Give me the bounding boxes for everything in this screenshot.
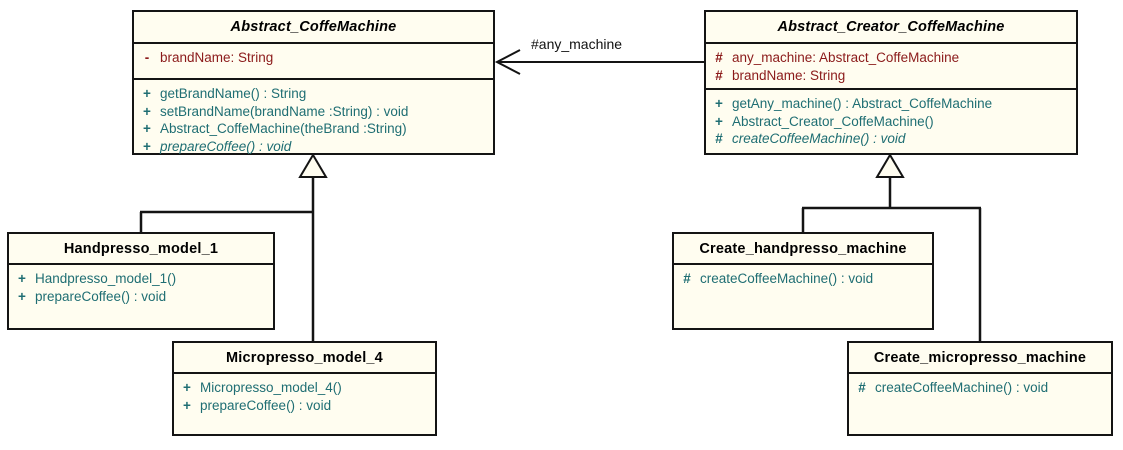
visibility-marker: # — [715, 67, 723, 83]
class-abstract-coffemachine[interactable]: Abstract_CoffeMachine - brandName: Strin… — [132, 10, 495, 155]
method-row: # createCoffeeMachine() : void — [706, 130, 1076, 148]
method-signature: Abstract_CoffeMachine(theBrand :String) — [160, 121, 407, 136]
attribute-signature: brandName: String — [732, 67, 846, 83]
method-row: + setBrandName(brandName :String) : void — [134, 103, 493, 121]
method-row: + Abstract_CoffeMachine(theBrand :String… — [134, 120, 493, 138]
method-row: + getAny_machine() : Abstract_CoffeMachi… — [706, 95, 1076, 113]
method-row: + prepareCoffee() : void — [134, 138, 493, 156]
method-signature: createCoffeeMachine() : void — [875, 380, 1049, 395]
method-row: + Handpresso_model_1() — [9, 270, 273, 288]
visibility-marker: + — [715, 113, 723, 129]
association-any-machine — [494, 49, 704, 75]
class-handpresso-model-1[interactable]: Handpresso_model_1 + Handpresso_model_1(… — [7, 232, 275, 330]
methods-compartment-micropresso-model-4: + Micropresso_model_4() + prepareCoffee(… — [174, 372, 435, 434]
visibility-marker: # — [858, 380, 866, 395]
methods-compartment-abstract-creator-coffemachine: + getAny_machine() : Abstract_CoffeMachi… — [706, 88, 1076, 153]
method-signature: setBrandName(brandName :String) : void — [160, 103, 409, 119]
method-row: + prepareCoffee() : void — [9, 288, 273, 306]
attributes-compartment-abstract-creator-coffemachine: # any_machine: Abstract_CoffeMachine # b… — [706, 42, 1076, 88]
class-title-abstract-creator-coffemachine: Abstract_Creator_CoffeMachine — [777, 19, 1005, 35]
class-title-create-micropresso-machine: Create_micropresso_machine — [873, 349, 1087, 366]
method-row: # createCoffeeMachine() : void — [849, 379, 1111, 397]
visibility-marker: - — [144, 50, 150, 65]
method-signature: prepareCoffee() : void — [160, 138, 292, 154]
method-signature: getBrandName() : String — [160, 86, 307, 101]
visibility-marker: # — [715, 50, 723, 65]
visibility-marker: + — [143, 138, 151, 154]
methods-compartment-handpresso-model-1: + Handpresso_model_1() + prepareCoffee()… — [9, 263, 273, 328]
methods-compartment-create-micropresso-machine: # createCoffeeMachine() : void — [849, 372, 1111, 434]
methods-compartment-abstract-coffemachine: + getBrandName() : String + setBrandName… — [134, 78, 493, 156]
visibility-marker: + — [143, 86, 151, 101]
method-row: + prepareCoffee() : void — [174, 397, 435, 415]
class-create-handpresso-machine[interactable]: Create_handpresso_machine # createCoffee… — [672, 232, 934, 330]
visibility-marker: + — [715, 96, 723, 111]
method-row: # createCoffeeMachine() : void — [674, 270, 932, 288]
method-signature: Micropresso_model_4() — [200, 380, 342, 395]
method-signature: Handpresso_model_1() — [35, 271, 177, 286]
method-row: + Abstract_Creator_CoffeMachine() — [706, 113, 1076, 131]
visibility-marker: # — [683, 271, 691, 286]
visibility-marker: + — [18, 288, 26, 304]
methods-compartment-create-handpresso-machine: # createCoffeeMachine() : void — [674, 263, 932, 328]
visibility-marker: + — [18, 271, 26, 286]
method-signature: prepareCoffee() : void — [35, 288, 167, 304]
class-title-create-handpresso-machine: Create_handpresso_machine — [699, 240, 907, 257]
class-abstract-creator-coffemachine[interactable]: Abstract_Creator_CoffeMachine # any_mach… — [704, 10, 1078, 155]
visibility-marker: # — [715, 131, 723, 146]
attribute-signature: any_machine: Abstract_CoffeMachine — [732, 50, 960, 65]
visibility-marker: + — [143, 103, 151, 119]
class-title-abstract-coffemachine: Abstract_CoffeMachine — [230, 19, 397, 35]
method-signature: Abstract_Creator_CoffeMachine() — [732, 113, 934, 129]
method-row: + Micropresso_model_4() — [174, 379, 435, 397]
method-signature: getAny_machine() : Abstract_CoffeMachine — [732, 96, 993, 111]
attribute-row: - brandName: String — [134, 49, 493, 67]
method-signature: createCoffeeMachine() : void — [700, 271, 874, 286]
class-title-micropresso-model-4: Micropresso_model_4 — [226, 349, 383, 366]
method-row: + getBrandName() : String — [134, 85, 493, 103]
association-label-any-machine: #any_machine — [531, 36, 623, 52]
attributes-compartment-abstract-coffemachine: - brandName: String — [134, 42, 493, 78]
visibility-marker: + — [143, 121, 151, 136]
method-signature: prepareCoffee() : void — [200, 397, 332, 413]
visibility-marker: + — [183, 397, 191, 413]
visibility-marker: + — [183, 380, 191, 395]
attribute-signature: brandName: String — [160, 50, 274, 65]
attribute-row: # any_machine: Abstract_CoffeMachine — [706, 49, 1076, 67]
method-signature: createCoffeeMachine() : void — [732, 131, 906, 146]
attribute-row: # brandName: String — [706, 67, 1076, 85]
class-title-handpresso-model-1: Handpresso_model_1 — [63, 240, 219, 257]
class-create-micropresso-machine[interactable]: Create_micropresso_machine # createCoffe… — [847, 341, 1113, 436]
class-micropresso-model-4[interactable]: Micropresso_model_4 + Micropresso_model_… — [172, 341, 437, 436]
